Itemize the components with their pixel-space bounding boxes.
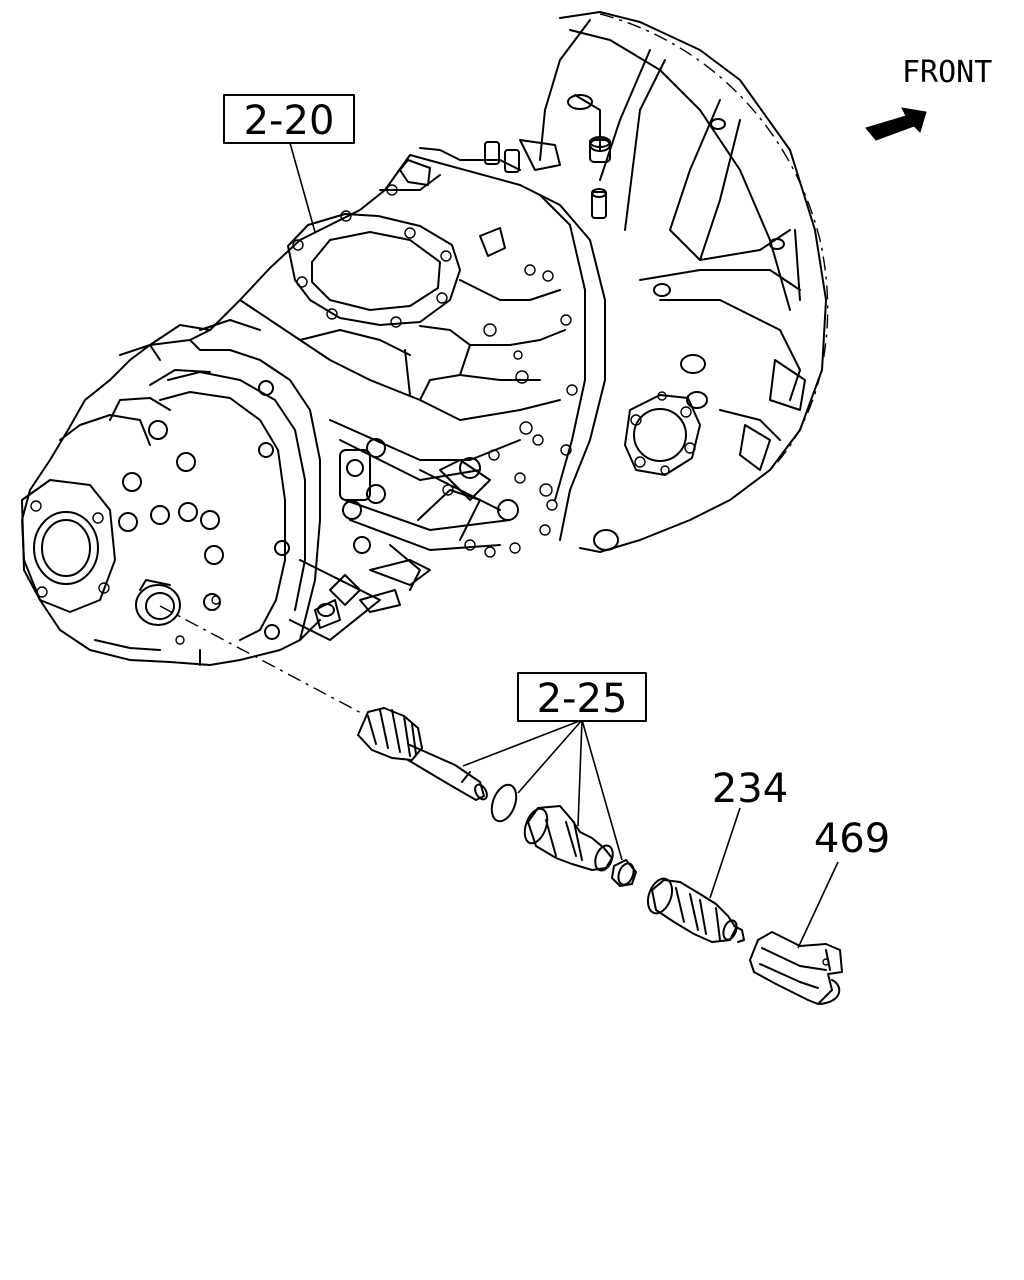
- speedometer-driven-gear: [357, 707, 488, 801]
- leader-2-25-b: [517, 719, 583, 794]
- front-arrow-icon: [865, 107, 927, 141]
- sensor-bracket: [749, 931, 843, 1005]
- part-number-469[interactable]: 469: [814, 816, 890, 862]
- callout-2-20[interactable]: 2-20: [223, 94, 355, 144]
- leader-2-25-c: [577, 719, 583, 827]
- callout-2-20-label: 2-20: [244, 98, 335, 144]
- front-label: FRONT: [902, 55, 992, 90]
- transmission-body: [21, 11, 829, 666]
- callout-2-20-box: [223, 94, 355, 144]
- front-indicator: FRONT: [865, 55, 992, 141]
- speedometer-sleeve: [523, 805, 614, 872]
- speed-sensor: [646, 877, 745, 943]
- seal-ring: [611, 859, 637, 887]
- leader-469: [797, 861, 839, 949]
- callout-2-25-box: [517, 672, 647, 722]
- leader-2-20: [289, 142, 316, 233]
- centre-line: [159, 605, 366, 716]
- leader-2-25-a: [462, 719, 583, 767]
- leader-234: [709, 807, 741, 899]
- o-ring: [490, 783, 518, 823]
- leader-2-25-d: [581, 719, 623, 861]
- part-number-234[interactable]: 234: [712, 766, 788, 812]
- callout-2-25[interactable]: 2-25: [517, 672, 647, 722]
- callout-2-25-label: 2-25: [537, 676, 628, 722]
